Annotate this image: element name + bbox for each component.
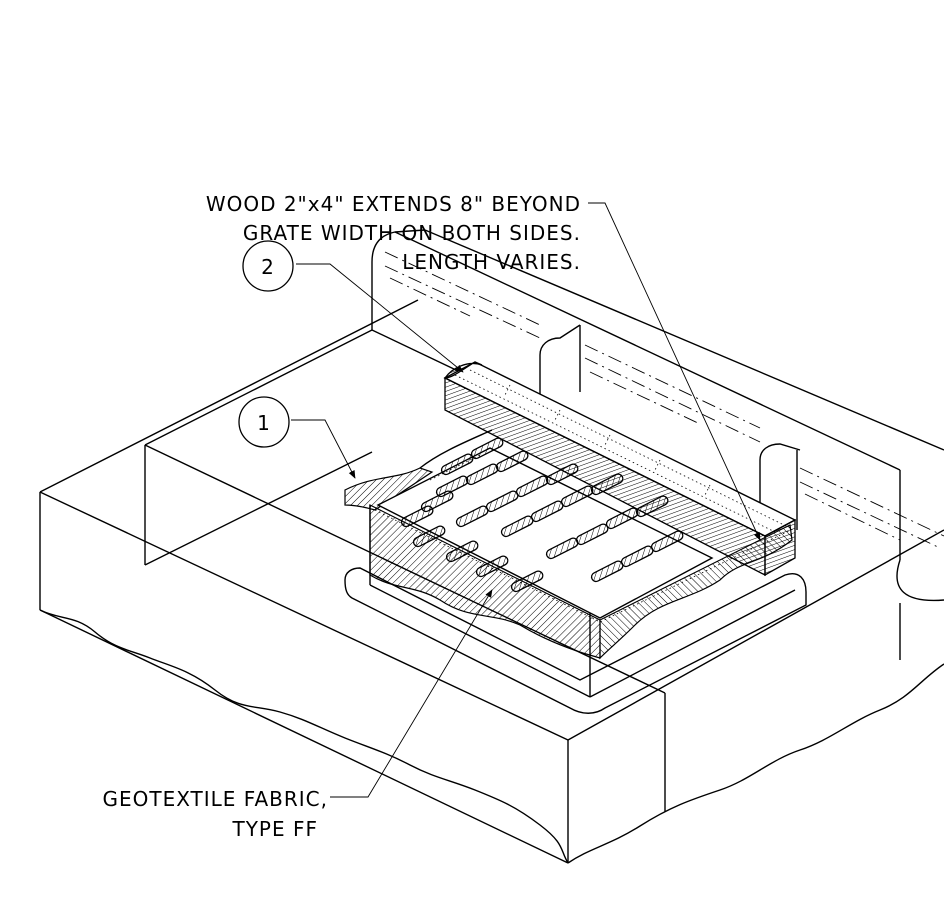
callout-1-number: 1 — [257, 411, 271, 435]
wood-2x4 — [443, 361, 797, 577]
geotextile-note: GEOTEXTILE FABRIC, TYPE FF — [102, 787, 328, 841]
wood-note-line-3: LENGTH VARIES. — [402, 250, 581, 274]
geotextile-note-line-2: TYPE FF — [232, 817, 319, 841]
callout-2-number: 2 — [261, 255, 275, 279]
callout-2: 2 — [242, 240, 294, 292]
wood-note: WOOD 2"x4" EXTENDS 8" BEYOND GRATE WIDTH… — [206, 192, 581, 274]
wood-note-line-2: GRATE WIDTH ON BOTH SIDES. — [243, 221, 581, 245]
wood-note-line-1: WOOD 2"x4" EXTENDS 8" BEYOND — [206, 192, 581, 216]
callout-1: 1 — [238, 396, 290, 448]
leader-lines — [291, 202, 761, 798]
geotextile-note-line-1: GEOTEXTILE FABRIC, — [102, 787, 328, 811]
